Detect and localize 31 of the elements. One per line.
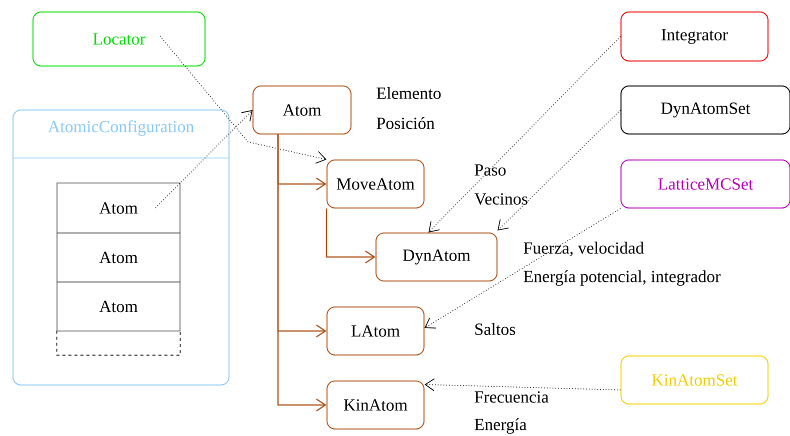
class-box: DynAtom	[376, 232, 498, 282]
arrow	[277, 134, 326, 412]
attribute-text: Energía potencial, integrador	[524, 270, 721, 286]
attribute-text: Energía	[474, 418, 527, 434]
class-box: KinAtom	[326, 380, 424, 430]
empty-cell	[56, 330, 181, 356]
attribute-text: Paso	[474, 164, 506, 176]
attribute-text: Fuerza, velocidad	[524, 242, 644, 256]
attribute-text: Posición	[376, 117, 435, 129]
attribute-text: Vecinos	[474, 193, 528, 205]
class-box: Integrator	[620, 12, 768, 62]
arrow	[326, 208, 376, 264]
table-cell: Atom	[56, 282, 180, 332]
class-box: Atom	[252, 86, 352, 134]
arrow	[155, 110, 252, 208]
attribute-text: Elemento	[376, 87, 441, 99]
arrow	[424, 378, 621, 392]
arrow	[424, 208, 621, 328]
class-box: LatticeMCSet	[620, 160, 790, 208]
class-box: DynAtomSet	[620, 86, 790, 134]
class-box: MoveAtom	[326, 160, 424, 208]
arrow	[498, 110, 621, 230]
attribute-text: Frecuencia	[474, 391, 549, 403]
arrow	[428, 36, 621, 232]
class-box: LAtom	[326, 306, 424, 356]
class-box: KinAtomSet	[620, 356, 768, 404]
table-cell: Atom	[56, 232, 180, 282]
class-box: Locator	[32, 12, 206, 66]
table-cell: Atom	[56, 182, 180, 234]
arrow	[160, 36, 326, 164]
attribute-text: Saltos	[475, 323, 516, 335]
